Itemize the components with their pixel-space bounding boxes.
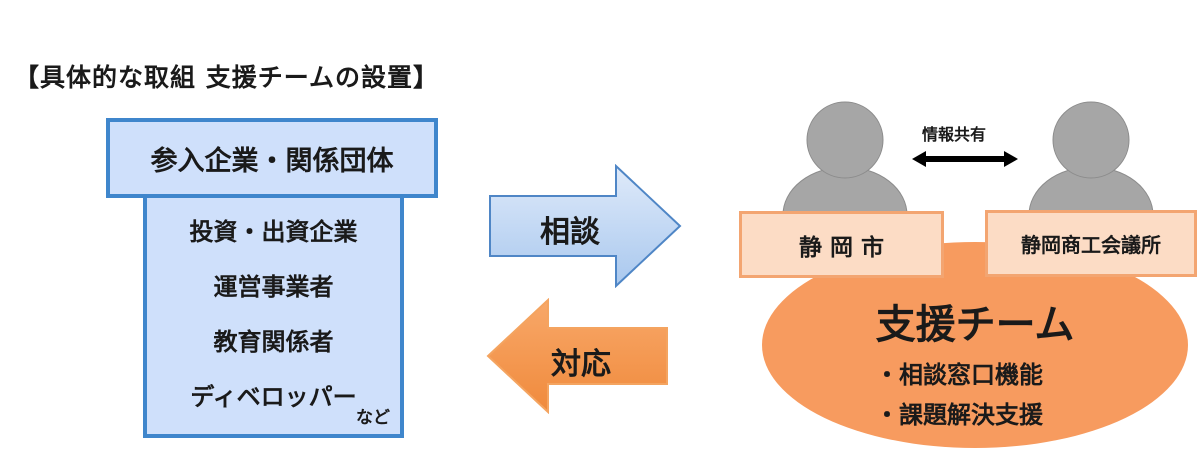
info-share-label: 情報共有 — [922, 125, 987, 144]
participant-item-developers: ディベロッパー — [190, 383, 357, 411]
respond-arrow — [486, 298, 668, 414]
double-arrow-icon — [912, 151, 1018, 167]
team-function-consultation: ・相談窓口機能 — [875, 361, 1043, 389]
page-title: 【具体的な取組 支援チームの設置】 — [14, 63, 439, 92]
participants-header-label: 参入企業・関係団体 — [150, 145, 394, 177]
city-label: 静 岡 市 — [798, 234, 884, 261]
support-team-title: 支援チーム — [875, 302, 1075, 348]
participants-etc-label: など — [356, 408, 390, 428]
participants-header-box: 参入企業・関係団体 — [106, 118, 438, 198]
team-function-problem-solving: ・課題解決支援 — [875, 401, 1043, 429]
chamber-label: 静岡商工会議所 — [1021, 233, 1161, 257]
respond-label: 対応 — [551, 347, 611, 382]
participant-item-operators: 運営事業者 — [213, 273, 334, 301]
city-box: 静 岡 市 — [739, 211, 944, 278]
participant-item-educators: 教育関係者 — [213, 328, 334, 356]
chamber-box: 静岡商工会議所 — [985, 210, 1197, 277]
consult-label: 相談 — [540, 215, 600, 250]
participant-item-investors: 投資・出資企業 — [189, 218, 358, 246]
consult-arrow — [489, 164, 682, 288]
participants-list-box: 投資・出資企業 運営事業者 教育関係者 ディベロッパー など — [143, 192, 404, 438]
